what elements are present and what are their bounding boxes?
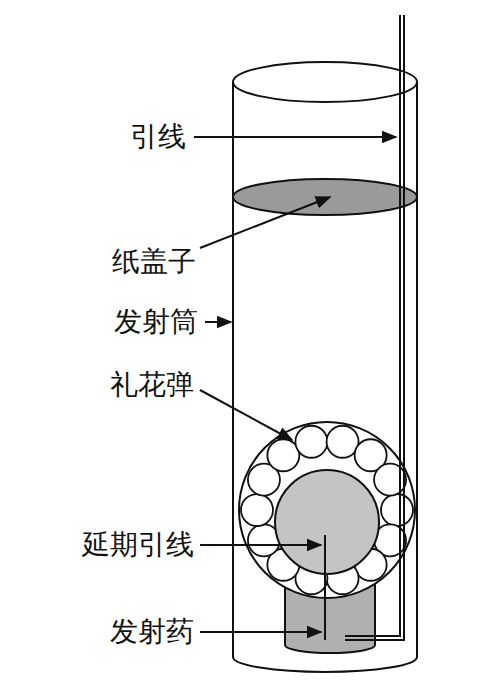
part-label: 发射药 [110,617,194,648]
delay-fuse [324,535,326,640]
part-label: 礼花弹 [110,370,194,401]
part-label: 发射筒 [114,307,198,338]
firework-shell [239,422,415,598]
star-pellet [381,494,413,526]
paper-lid [233,179,417,215]
star-pellet [327,426,359,458]
star-pellet [267,439,299,471]
leader-lines [194,137,396,632]
main-fuse [345,15,404,640]
part-label: 纸盖子 [112,247,196,278]
part-label: 延期引线 [82,530,194,561]
star-pellet [374,464,406,496]
star-pellet [295,426,327,458]
part-label: 引线 [130,122,186,153]
launch-tube [233,62,417,672]
star-pellet [241,494,273,526]
